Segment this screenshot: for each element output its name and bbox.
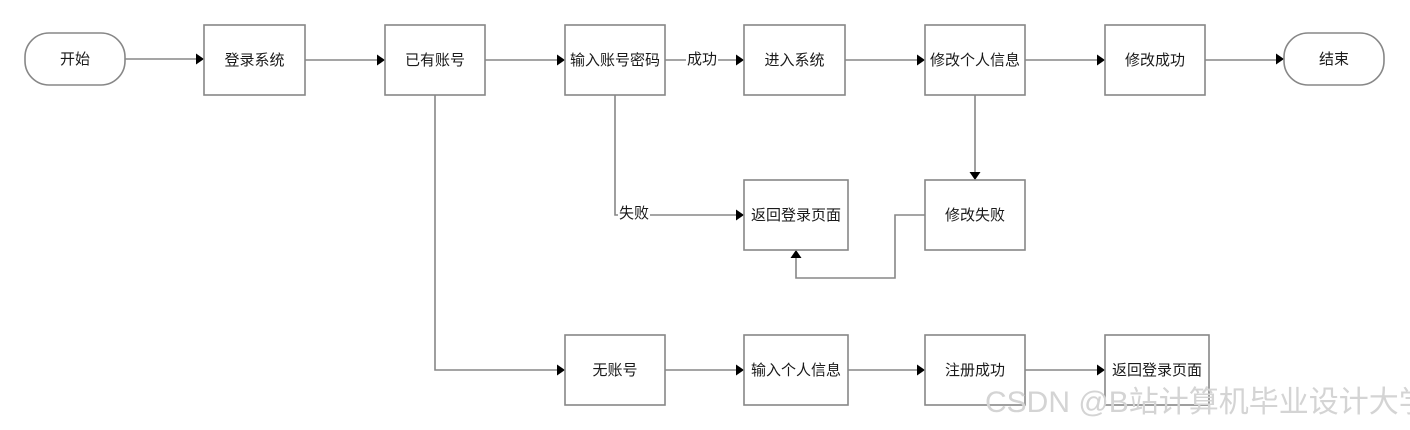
terminal-shape[interactable]: [1283, 32, 1385, 86]
process-shape[interactable]: [384, 24, 486, 96]
process-shape[interactable]: [564, 334, 666, 406]
edge-reg_success-to-back_login_2: [1025, 364, 1105, 376]
edge-label: 失败: [619, 205, 649, 222]
edge-start-to-login_sys: [125, 53, 204, 65]
arrow-head-icon: [1276, 53, 1284, 65]
node-no_account[interactable]: 无账号: [564, 334, 666, 406]
node-back_login_2[interactable]: 返回登录页面: [1104, 334, 1210, 406]
edge-label-backdrop: [686, 50, 718, 70]
process-shape[interactable]: [203, 24, 306, 96]
node-label: 已有账号: [405, 52, 465, 69]
edge-line: [434, 95, 557, 371]
process-shape[interactable]: [743, 179, 849, 251]
node-enter_sys[interactable]: 进入系统: [743, 24, 846, 96]
node-has_account[interactable]: 已有账号: [384, 24, 486, 96]
process-shape[interactable]: [924, 24, 1026, 96]
edge-edit_info-to-edit_fail: [969, 95, 981, 180]
node-label: 登录系统: [224, 52, 284, 69]
arrow-head-icon: [557, 364, 565, 376]
arrow-head-icon: [1097, 54, 1105, 66]
arrow-head-icon: [736, 209, 744, 221]
node-label: 修改个人信息: [930, 52, 1020, 69]
terminal-shape[interactable]: [24, 32, 126, 86]
edge-label: 成功: [687, 51, 717, 68]
edge-has_account-to-input_pwd: [485, 54, 565, 66]
arrow-head-icon: [377, 54, 385, 66]
node-label: 进入系统: [764, 52, 824, 69]
edge-edit_success-to-end: [1205, 53, 1284, 65]
edge-input_pwd-to-enter_sys: 成功: [665, 50, 744, 70]
process-shape[interactable]: [743, 334, 849, 406]
node-label: 修改成功: [1125, 52, 1185, 69]
edge-enter_sys-to-edit_info: [845, 54, 925, 66]
node-label: 结束: [1319, 51, 1349, 68]
arrow-head-icon: [736, 54, 744, 66]
arrow-head-icon: [790, 250, 802, 258]
process-shape[interactable]: [1104, 334, 1210, 406]
node-label: 输入个人信息: [751, 362, 841, 379]
edge-has_account-to-no_account: [434, 95, 565, 376]
edge-label-backdrop: [618, 204, 650, 224]
process-shape[interactable]: [1104, 24, 1206, 96]
node-end[interactable]: 结束: [1283, 32, 1385, 86]
node-label: 输入账号密码: [570, 52, 660, 69]
node-label: 返回登录页面: [751, 207, 841, 224]
node-edit_success[interactable]: 修改成功: [1104, 24, 1206, 96]
edge-line: [795, 214, 925, 279]
arrow-head-icon: [917, 54, 925, 66]
edge-no_account-to-input_info: [665, 364, 744, 376]
arrow-head-icon: [557, 54, 565, 66]
process-shape[interactable]: [924, 334, 1026, 406]
node-label: 无账号: [592, 362, 637, 379]
node-label: 返回登录页面: [1112, 362, 1202, 379]
node-input_info[interactable]: 输入个人信息: [743, 334, 849, 406]
arrow-head-icon: [917, 364, 925, 376]
node-label: 开始: [60, 51, 90, 68]
node-edit_info[interactable]: 修改个人信息: [924, 24, 1026, 96]
node-start[interactable]: 开始: [24, 32, 126, 86]
edge-edit_info-to-edit_success: [1025, 54, 1105, 66]
process-shape[interactable]: [743, 24, 846, 96]
node-edit_fail[interactable]: 修改失败: [924, 179, 1026, 251]
process-shape[interactable]: [924, 179, 1026, 251]
edge-edit_fail-to-back_login_1: [790, 214, 925, 279]
arrow-head-icon: [1097, 364, 1105, 376]
edge-input_pwd-to-back_login_1: 失败: [614, 95, 744, 224]
process-shape[interactable]: [564, 24, 666, 96]
edge-line: [614, 95, 736, 216]
node-login_sys[interactable]: 登录系统: [203, 24, 306, 96]
node-label: 修改失败: [945, 207, 1005, 224]
node-reg_success[interactable]: 注册成功: [924, 334, 1026, 406]
arrow-head-icon: [196, 53, 204, 65]
edge-login_sys-to-has_account: [305, 54, 385, 66]
node-label: 注册成功: [945, 362, 1005, 379]
node-back_login_1[interactable]: 返回登录页面: [743, 179, 849, 251]
arrow-head-icon: [969, 172, 981, 180]
edge-input_info-to-reg_success: [848, 364, 925, 376]
arrow-head-icon: [736, 364, 744, 376]
node-input_pwd[interactable]: 输入账号密码: [564, 24, 666, 96]
